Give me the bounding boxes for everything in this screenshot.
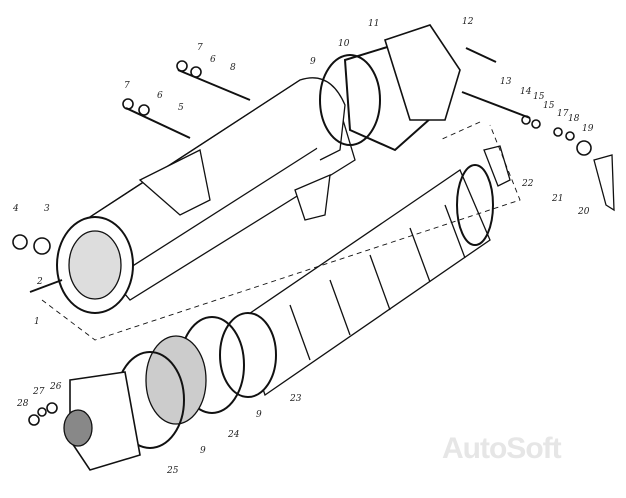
callout-15b: 15 [543,101,555,111]
housing [56,77,356,314]
callout-6a: 6 [210,55,216,65]
callout-2: 2 [37,277,43,287]
bolts [29,47,531,293]
callout-11: 11 [368,19,380,29]
callout-13: 13 [500,77,512,87]
callout-27: 27 [33,387,45,397]
ring-9-top [319,54,381,146]
callout-9c: 9 [200,446,206,456]
end-flange [384,24,461,121]
callout-3: 3 [44,204,50,214]
callout-5: 5 [178,103,184,113]
watermark: AutoSoft [442,432,562,465]
filter-cartridge [219,164,494,398]
callout-23: 23 [290,394,302,404]
washers [12,60,592,426]
callout-14: 14 [520,87,532,97]
callout-15a: 15 [533,92,545,102]
callout-19: 19 [582,124,594,134]
callout-9a: 9 [310,57,316,67]
callout-4: 4 [13,204,19,214]
callout-1: 1 [34,317,40,327]
callout-20: 20 [578,207,590,217]
callout-21: 21 [552,194,564,204]
lever [593,154,615,212]
callout-7a: 7 [197,43,203,53]
callout-9b: 9 [256,410,262,420]
callout-18: 18 [568,114,580,124]
callout-7b: 7 [124,81,130,91]
assembly-lines [41,121,521,341]
callout-12: 12 [462,17,474,27]
callout-22: 22 [522,179,534,189]
callout-28: 28 [17,399,29,409]
callout-26: 26 [50,382,62,392]
callout-10: 10 [338,39,350,49]
callout-8: 8 [230,63,236,73]
callout-17: 17 [557,109,569,119]
callout-25: 25 [167,466,179,476]
fitting [483,145,511,187]
callout-6b: 6 [157,91,163,101]
callout-24: 24 [228,430,240,440]
mesh-screen [145,335,207,425]
